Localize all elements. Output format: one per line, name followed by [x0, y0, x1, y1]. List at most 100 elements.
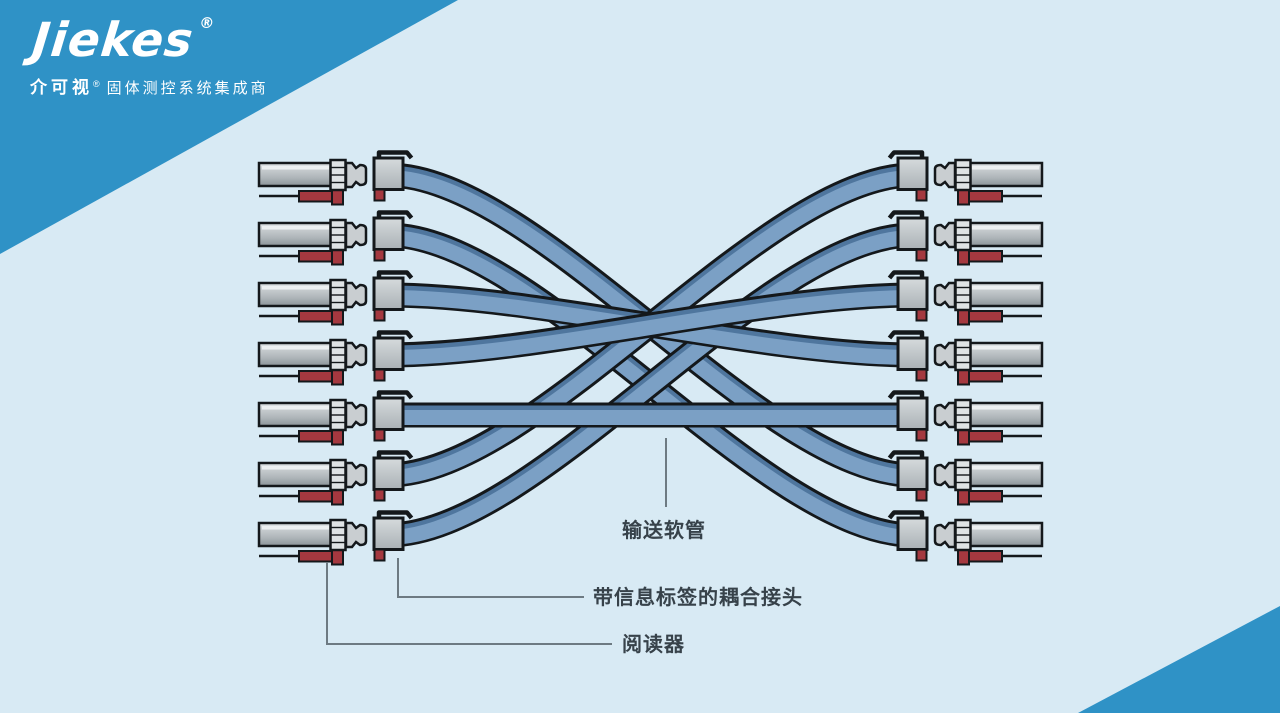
coupler-clip — [376, 270, 414, 280]
nozzle — [344, 341, 368, 369]
info-tag — [373, 248, 386, 262]
coupler-block — [896, 456, 929, 491]
leader-line-reader — [326, 562, 612, 645]
coupler-clip — [376, 390, 414, 400]
coupler-clip — [887, 210, 925, 220]
info-tag — [915, 188, 928, 202]
right-connector-assembly — [887, 270, 1044, 326]
coupler-block — [372, 456, 405, 491]
hose — [387, 222, 914, 548]
coupler-clip — [887, 390, 925, 400]
connector-assemblies — [257, 150, 1044, 566]
coupler-clip — [376, 450, 414, 460]
info-tag — [373, 428, 386, 442]
info-tag — [915, 488, 928, 502]
tube-highlight — [262, 346, 329, 350]
nozzle — [344, 221, 368, 249]
coupler-clip — [376, 330, 414, 340]
info-tag — [915, 248, 928, 262]
right-connector-assembly — [887, 390, 1044, 446]
reader-bar — [298, 310, 334, 323]
nozzle — [933, 341, 957, 369]
reader-bar — [967, 550, 1003, 563]
tube-highlight — [262, 466, 329, 470]
coupler-clip — [887, 330, 925, 340]
leader-line-coupler — [397, 558, 584, 598]
coupler-block — [896, 336, 929, 371]
nozzle — [344, 521, 368, 549]
left-connector-assembly — [257, 450, 414, 506]
info-tag — [373, 548, 386, 562]
coupler-block — [372, 336, 405, 371]
hose-bundle — [387, 162, 914, 548]
coupler-block — [896, 216, 929, 251]
info-tag — [373, 308, 386, 322]
right-connector-assembly — [887, 150, 1044, 206]
reader-bar — [298, 550, 334, 563]
left-connector-assembly — [257, 330, 414, 386]
tube-highlight — [972, 466, 1039, 470]
left-connector-assembly — [257, 270, 414, 326]
coupler-clip — [376, 210, 414, 220]
brand-name: Jiekes — [29, 13, 197, 68]
hose — [388, 402, 913, 428]
right-connector-assembly — [887, 510, 1044, 566]
reader-bar — [298, 430, 334, 443]
left-connector-assembly — [257, 210, 414, 266]
reader-bar — [298, 490, 334, 503]
hose — [387, 282, 914, 368]
left-connector-assembly — [257, 390, 414, 446]
brand-logo: Jiekes® 介可视®固体测控系统集成商 — [30, 13, 269, 98]
registered-mark: ® — [198, 14, 216, 32]
info-tag — [915, 428, 928, 442]
tube-highlight — [972, 406, 1039, 410]
info-tag — [915, 368, 928, 382]
reader-bar — [298, 250, 334, 263]
brand-wordmark: Jiekes® — [30, 13, 274, 68]
left-connector-assembly — [257, 150, 414, 206]
info-tag — [373, 188, 386, 202]
corner-triangle-top-left — [0, 0, 458, 254]
right-connector-assembly — [887, 330, 1044, 386]
right-connector-assembly — [887, 450, 1044, 506]
tube-highlight — [262, 226, 329, 230]
brand-tagline-name: 介可视 — [30, 78, 93, 97]
info-tag — [915, 548, 928, 562]
reader-bar — [967, 490, 1003, 503]
coupler-block — [896, 516, 929, 551]
coupler-block — [372, 276, 405, 311]
label-reader: 阅读器 — [622, 632, 685, 656]
tube-highlight — [972, 166, 1039, 170]
nozzle — [933, 521, 957, 549]
brand-tagline: 介可视®固体测控系统集成商 — [30, 73, 269, 98]
coupler-block — [372, 396, 405, 431]
reader-bar — [967, 190, 1003, 203]
brand-tagline-reg: ® — [93, 79, 103, 89]
corner-triangle-bottom-right — [1078, 606, 1280, 713]
nozzle — [933, 281, 957, 309]
coupler-block — [896, 156, 929, 191]
coupler-clip — [376, 510, 414, 520]
label-coupler: 带信息标签的耦合接头 — [593, 585, 803, 609]
brand-tagline-text: 固体测控系统集成商 — [106, 80, 269, 97]
tube-highlight — [972, 526, 1039, 530]
nozzle — [344, 281, 368, 309]
tube-highlight — [972, 286, 1039, 290]
coupler-clip — [887, 450, 925, 460]
reader-bar — [298, 190, 334, 203]
nozzle — [933, 221, 957, 249]
info-tag — [373, 368, 386, 382]
reader-bar — [967, 250, 1003, 263]
coupler-block — [372, 156, 405, 191]
nozzle — [933, 461, 957, 489]
right-connector-assembly — [887, 210, 1044, 266]
left-connector-assembly — [257, 510, 414, 566]
tube-highlight — [262, 286, 329, 290]
reader-bar — [967, 370, 1003, 383]
info-tag — [373, 488, 386, 502]
tube-highlight — [972, 226, 1039, 230]
label-leader-lines — [326, 438, 667, 645]
coupler-clip — [887, 270, 925, 280]
nozzle — [344, 461, 368, 489]
coupler-block — [896, 276, 929, 311]
